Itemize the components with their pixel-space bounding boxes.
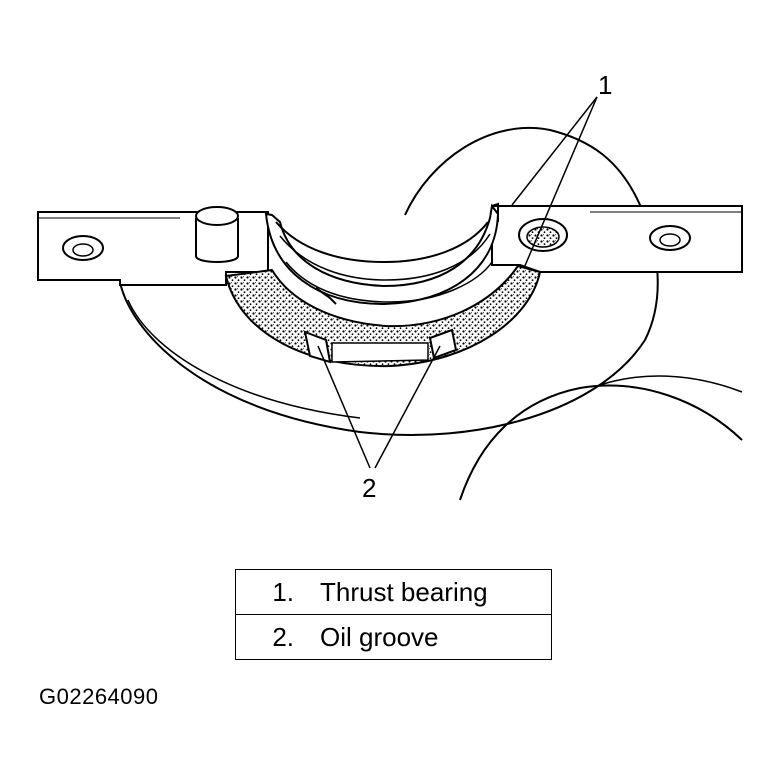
crank-disc (119, 127, 659, 436)
adjacent-crank-web (459, 384, 743, 501)
legend-table: 1. Thrust bearing 2. Oil groove (235, 569, 552, 660)
leader-line-2a (317, 345, 371, 469)
bolt-hole-left (62, 235, 104, 261)
dowel-pin (195, 206, 239, 263)
leader-line-1b (523, 96, 598, 269)
legend-row: 2. Oil groove (235, 614, 552, 660)
callout-label-2: 2 (362, 473, 376, 503)
figure-code: G02264090 (39, 684, 159, 709)
thrust-bearing-diagram: 1 2 (37, 70, 743, 503)
callout-label-1: 1 (598, 70, 612, 100)
bolt-hole-right (649, 225, 691, 251)
legend-text: Thrust bearing (320, 576, 488, 607)
legend-number: 1. (272, 576, 294, 607)
leader-line-2b (374, 345, 441, 469)
legend-text: Oil groove (320, 621, 439, 652)
leader-line-1a (511, 96, 598, 206)
oil-groove-segments (303, 328, 458, 364)
legend-row: 1. Thrust bearing (235, 569, 552, 615)
crank-disc-lower-edge (127, 299, 361, 419)
threaded-bolt-hole (518, 218, 568, 252)
legend-number: 2. (272, 621, 294, 652)
bearing-shell (264, 202, 500, 306)
